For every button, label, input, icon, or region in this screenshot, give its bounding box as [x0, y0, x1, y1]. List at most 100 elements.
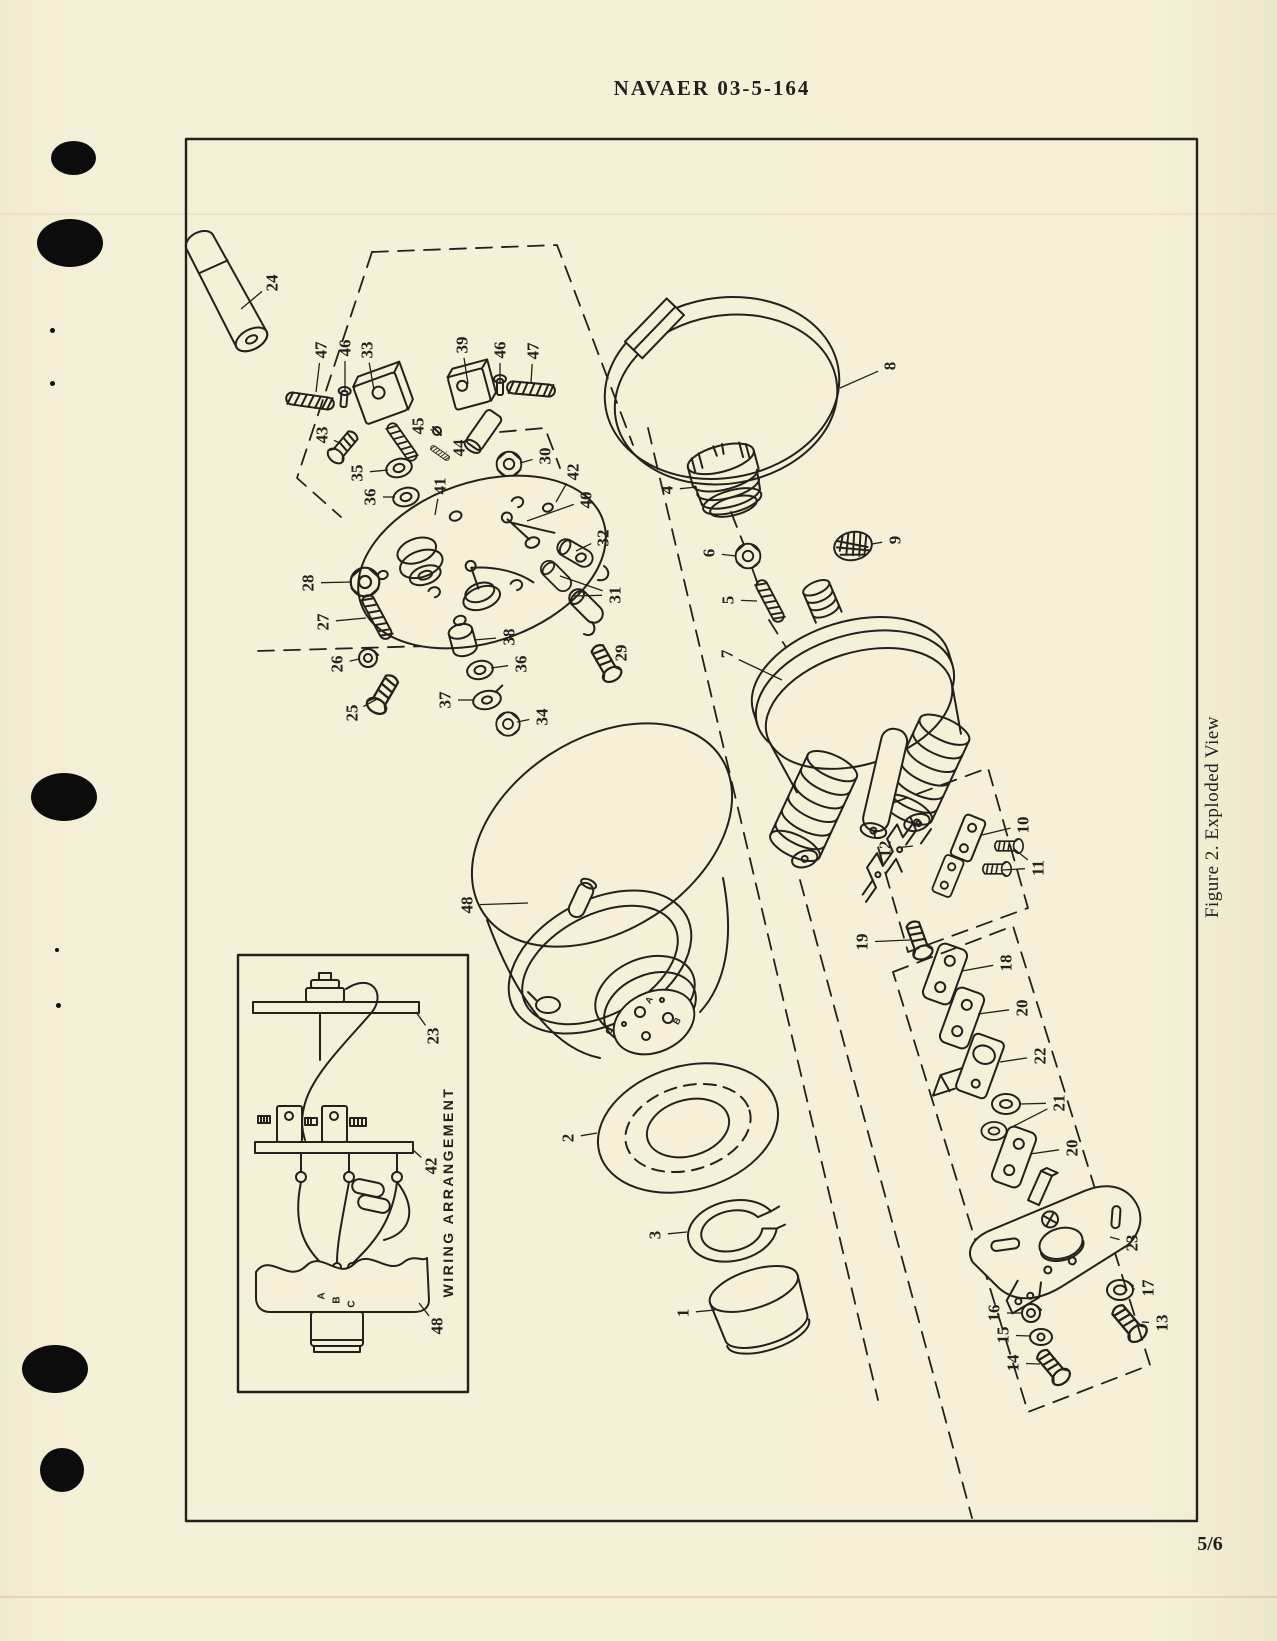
- leader-line: [1109, 1236, 1120, 1241]
- leader-line: [1019, 1102, 1047, 1105]
- alignment-dash-lines: [257, 244, 1151, 1519]
- paper-speck: [56, 1003, 61, 1008]
- leader-line: [695, 1309, 716, 1313]
- part-number-label: 9: [886, 536, 905, 545]
- part-number-label: 39: [453, 337, 472, 354]
- part-number-label: 14: [1004, 1354, 1023, 1372]
- part-22-bracket: [932, 1032, 1005, 1100]
- part-30-nut: [495, 450, 523, 478]
- part-number-label: 20: [1063, 1140, 1082, 1157]
- part-number-label: 42: [564, 464, 583, 481]
- part-number-label: 4: [658, 485, 677, 494]
- leader-line: [315, 362, 321, 393]
- part-number-label: 43: [313, 427, 332, 444]
- part-number-label: 3: [646, 1231, 665, 1240]
- part-number-label: 31: [606, 587, 625, 604]
- part-1-cap: [708, 1264, 811, 1355]
- part-number-label: 22: [1031, 1048, 1050, 1065]
- part-number-label: 7: [718, 649, 737, 658]
- leader-line: [961, 964, 994, 972]
- contact-plate: [931, 854, 965, 898]
- leader-line: [490, 665, 509, 669]
- leader-line: [977, 1009, 1010, 1015]
- part-number-label: 40: [577, 492, 596, 509]
- part-6-nut: [734, 542, 762, 570]
- inset-wire: [301, 981, 379, 1141]
- part-46-screw: [337, 386, 352, 409]
- part-number-label: 13: [1153, 1315, 1172, 1332]
- part-9-screen: [833, 530, 873, 562]
- part-number-label: 10: [1014, 817, 1033, 834]
- part-48-tank-unit: [470, 722, 734, 1059]
- leader-line: [1001, 868, 1026, 871]
- part-number-label: 34: [533, 708, 552, 726]
- part-number-label: 2: [559, 1134, 578, 1143]
- part-33-contact-block: [352, 360, 420, 464]
- part-24-rod: [184, 229, 269, 353]
- part-number-label: 25: [343, 705, 362, 722]
- part-number-label: 26: [328, 656, 347, 673]
- leader-line: [369, 469, 389, 473]
- leader-line: [349, 658, 360, 662]
- pin-letter: B: [671, 1015, 683, 1026]
- leader-line: [1025, 1362, 1041, 1365]
- page-number: 5/6: [1197, 1533, 1223, 1555]
- part-number-label: 48: [428, 1318, 447, 1335]
- part-26-lockwasher: [358, 648, 379, 668]
- leader-line: [721, 553, 737, 557]
- inset-title: WIRING ARRANGEMENT: [440, 1087, 456, 1298]
- part-number-label: 44: [450, 439, 469, 457]
- part-number-label: 23: [1123, 1235, 1142, 1252]
- scan-artifact-line: [0, 1596, 1277, 1598]
- part-41-terminal-post: [396, 536, 444, 587]
- part-number-label: 8: [881, 362, 900, 371]
- part-39-contact-block: [446, 358, 503, 454]
- part-15-washer: [1029, 1328, 1053, 1346]
- leader-line: [580, 1132, 598, 1137]
- part-number-label: 23: [424, 1028, 443, 1045]
- figure-border: [184, 137, 1199, 1523]
- inset-wires: [297, 1181, 411, 1264]
- part-number-label: 24: [263, 274, 282, 292]
- part-number-label: 36: [512, 656, 531, 673]
- figure-caption: Figure 2. Exploded View: [1202, 716, 1223, 918]
- part-number-label: 11: [1029, 860, 1048, 876]
- part-34-nut: [495, 711, 521, 737]
- part-44-spring: [429, 444, 451, 462]
- part-number-label: 41: [431, 478, 450, 495]
- part-25-screw: [362, 670, 404, 719]
- part-5-spring: [753, 577, 787, 625]
- part-14-screw: [1031, 1344, 1075, 1390]
- part-number-label: 36: [361, 489, 380, 506]
- leader-line: [1015, 1334, 1031, 1337]
- part-number-label: 5: [719, 596, 738, 605]
- leader-line: [320, 581, 353, 584]
- part-36-washer: [464, 657, 496, 683]
- part-number-label: 30: [536, 448, 555, 465]
- part-47-spring: [284, 390, 336, 412]
- part-number-label: 28: [299, 575, 318, 592]
- leader-line: [1029, 1149, 1060, 1155]
- pin-letter: B: [332, 1296, 343, 1303]
- inset-plate-23: [252, 1001, 420, 1014]
- part-number-label: 45: [409, 418, 428, 435]
- leader-line: [412, 1149, 422, 1158]
- part-13-screw: [1106, 1299, 1152, 1347]
- leader-line: [240, 290, 263, 310]
- wire-clip: [583, 565, 610, 636]
- part-number-label: 48: [458, 897, 477, 914]
- spacer-pin: [1027, 1167, 1059, 1207]
- part-number-label: 29: [612, 645, 631, 662]
- part-16-lockwasher: [1021, 1303, 1042, 1323]
- leader-line: [839, 370, 879, 389]
- part-12-contact-strip: [861, 816, 932, 903]
- part-number-label: 32: [594, 530, 613, 547]
- vent-tube-tip: [567, 877, 598, 919]
- paper-speck: [50, 381, 55, 386]
- leader-line: [368, 362, 375, 391]
- connector-pins: [621, 997, 674, 1041]
- part-number-label: 18: [997, 955, 1016, 972]
- part-4-filler-plug: [686, 441, 763, 518]
